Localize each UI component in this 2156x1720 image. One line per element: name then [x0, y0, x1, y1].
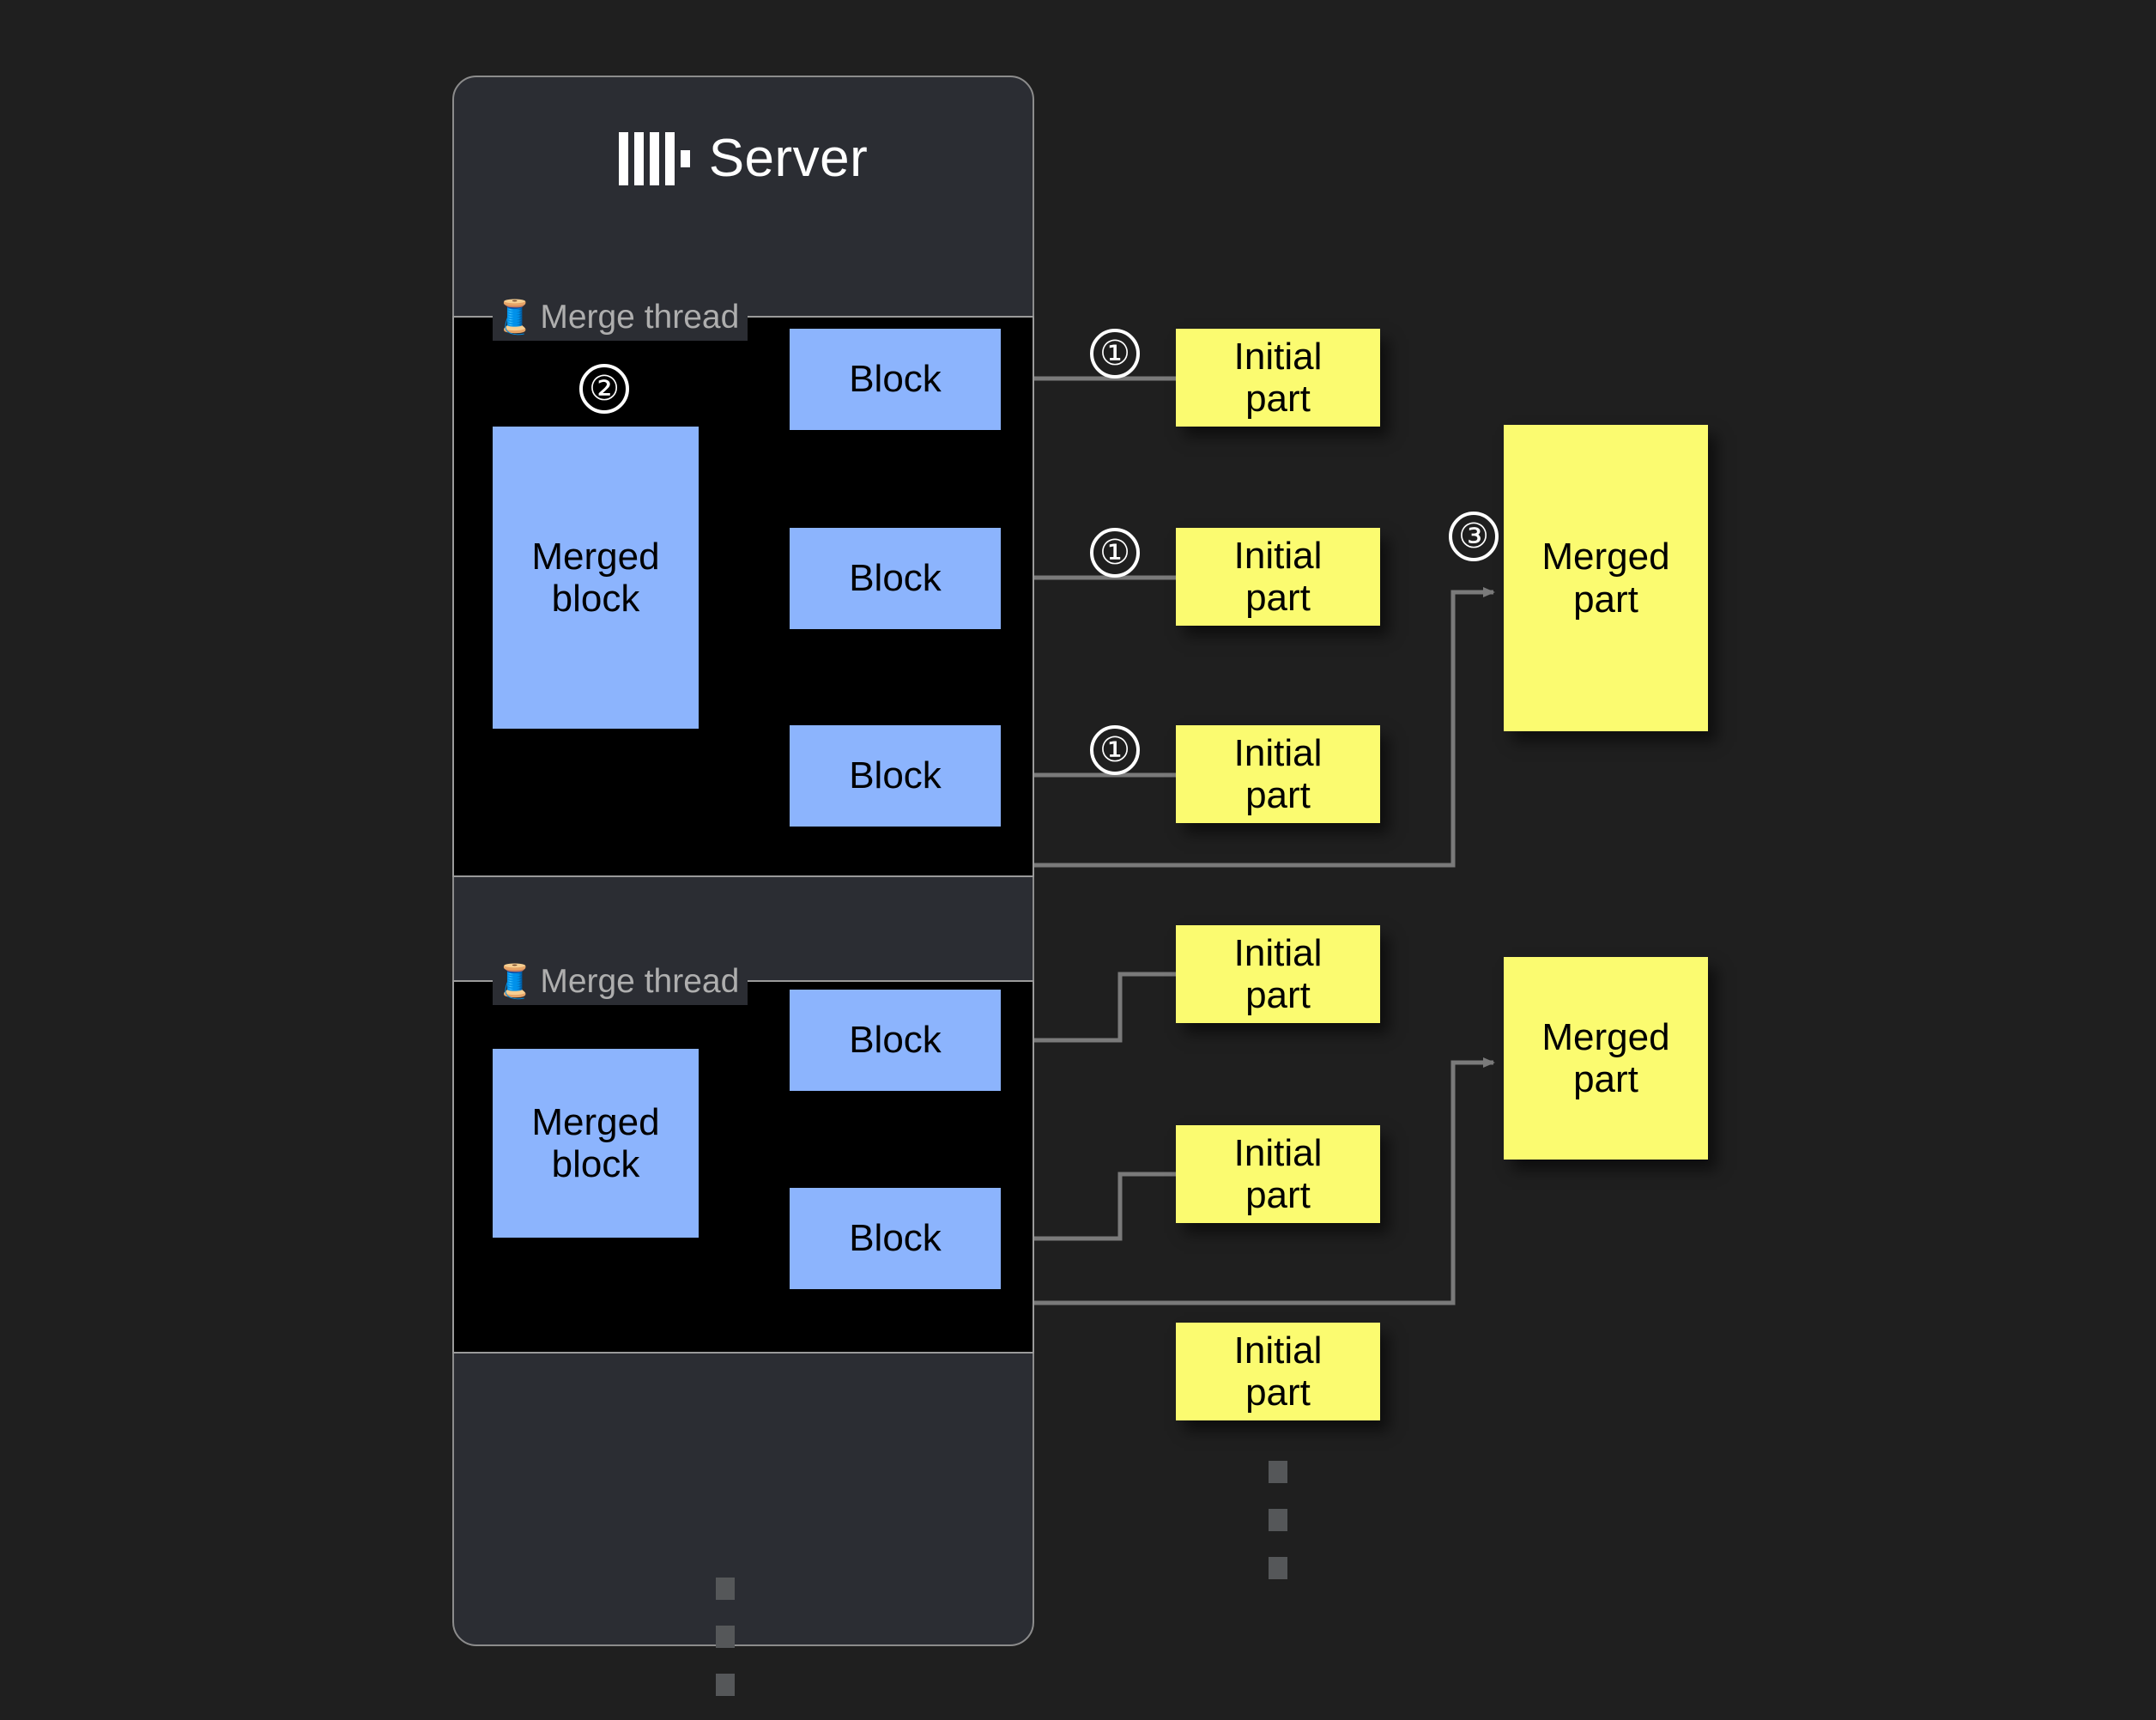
- initial-part-6: Initial part: [1176, 1323, 1380, 1420]
- merge-thread-label-text: Merge thread: [540, 299, 740, 336]
- parts-vertical-ellipsis: [1269, 1461, 1287, 1579]
- merged-block-2-label: Merged block: [531, 1100, 660, 1185]
- merged-block-1: Merged block: [493, 427, 699, 729]
- initial-part-4-line2: part: [1245, 974, 1311, 1016]
- initial-part-1-line1: Initial: [1233, 335, 1323, 378]
- initial-part-4: Initial part: [1176, 925, 1380, 1023]
- initial-part-3-line2: part: [1245, 774, 1311, 816]
- thread-spool-icon: 🧵: [494, 964, 536, 1000]
- initial-part-2-line2: part: [1245, 577, 1311, 619]
- block-2-1: Block: [790, 990, 1001, 1091]
- server-header: Server: [454, 77, 1033, 240]
- initial-part-2: Initial part: [1176, 528, 1380, 626]
- clickhouse-logo-icon: [618, 132, 690, 185]
- merged-block-1-label: Merged block: [531, 535, 660, 620]
- step-1-badge-a: ①: [1090, 329, 1140, 379]
- merged-part-2-line2: part: [1573, 1058, 1638, 1100]
- merged-part-2: Merged part: [1504, 957, 1708, 1160]
- initial-part-6-line1: Initial: [1233, 1329, 1323, 1372]
- initial-part-5-line2: part: [1245, 1174, 1311, 1216]
- initial-part-6-line2: part: [1245, 1372, 1311, 1414]
- block-1-2-label: Block: [849, 557, 942, 600]
- initial-part-4-line1: Initial: [1233, 931, 1323, 974]
- initial-part-1-line2: part: [1245, 378, 1311, 420]
- merge-thread-label-1: 🧵 Merge thread: [493, 294, 748, 341]
- merged-part-1-line1: Merged: [1541, 536, 1670, 578]
- server-title: Server: [708, 129, 869, 188]
- merged-part-1-line2: part: [1573, 578, 1638, 621]
- initial-part-3: Initial part: [1176, 725, 1380, 823]
- initial-part-5: Initial part: [1176, 1125, 1380, 1223]
- step-3-badge: ③: [1449, 512, 1499, 561]
- block-1-1-label: Block: [849, 358, 942, 401]
- initial-part-2-line1: Initial: [1233, 534, 1323, 577]
- initial-part-1: Initial part: [1176, 329, 1380, 427]
- merged-part-1: Merged part: [1504, 425, 1708, 731]
- block-2-2-label: Block: [849, 1217, 942, 1260]
- initial-part-5-line1: Initial: [1233, 1131, 1323, 1174]
- thread-spool-icon: 🧵: [494, 300, 536, 336]
- merge-thread-label-text: Merge thread: [540, 963, 740, 1000]
- step-1-badge-c: ①: [1090, 725, 1140, 775]
- merge-thread-label-2: 🧵 Merge thread: [493, 959, 748, 1005]
- step-1-badge-b: ①: [1090, 528, 1140, 578]
- block-1-3: Block: [790, 725, 1001, 827]
- block-1-3-label: Block: [849, 754, 942, 797]
- block-1-2: Block: [790, 528, 1001, 629]
- merged-part-2-line1: Merged: [1541, 1015, 1670, 1058]
- initial-part-3-line1: Initial: [1233, 731, 1323, 774]
- block-1-1: Block: [790, 329, 1001, 430]
- block-2-2: Block: [790, 1188, 1001, 1289]
- block-2-1-label: Block: [849, 1019, 942, 1062]
- merged-block-2: Merged block: [493, 1049, 699, 1238]
- step-2-badge: ②: [579, 364, 629, 414]
- server-vertical-ellipsis: [716, 1578, 735, 1696]
